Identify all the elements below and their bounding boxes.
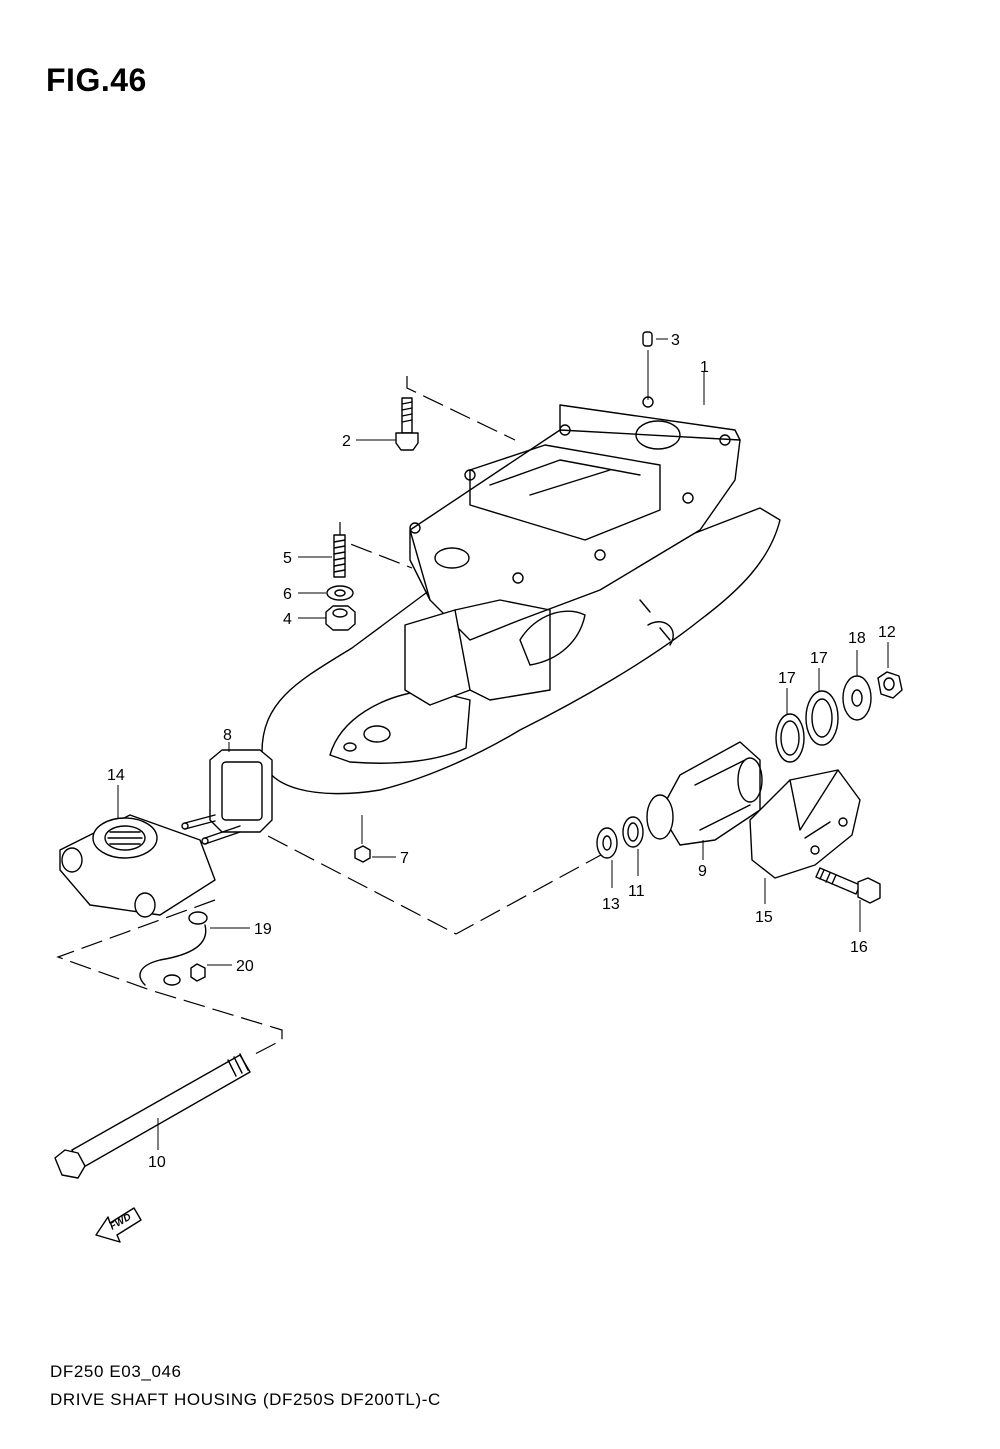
callout-19: 19 [254, 921, 272, 938]
figure-title: FIG.46 [46, 62, 147, 98]
washer-part-11 [622, 816, 644, 848]
callout-15: 15 [755, 909, 773, 926]
fwd-arrow-icon: FWD [95, 1207, 142, 1243]
bolt-part-16 [815, 867, 881, 904]
dowel-pin-part-3 [642, 331, 653, 347]
alignment-lines [56, 376, 611, 1055]
callout-11: 11 [628, 883, 645, 900]
bracket-part-14 [59, 814, 216, 918]
nut-part-4 [325, 605, 356, 631]
callout-17-a: 17 [778, 670, 796, 687]
washer-part-17-a [775, 713, 805, 763]
washer-part-18 [842, 675, 872, 721]
callout-10: 10 [148, 1154, 166, 1171]
bushing-part-9 [646, 741, 763, 846]
mount-part-8 [181, 749, 273, 845]
stud-part-5 [333, 534, 346, 578]
callout-2: 2 [342, 433, 351, 450]
figure-code: DF250 E03_046 [50, 1362, 182, 1381]
callout-7: 7 [400, 850, 409, 867]
callout-13: 13 [602, 896, 620, 913]
washer-part-13 [596, 827, 618, 859]
bolt-part-2 [395, 397, 419, 451]
callout-14: 14 [107, 767, 125, 784]
long-bolt-part-10 [54, 1053, 251, 1179]
callout-20: 20 [236, 958, 254, 975]
callout-8: 8 [223, 727, 232, 744]
callout-5: 5 [283, 550, 292, 567]
screw-part-20 [190, 963, 206, 982]
washer-part-6 [326, 585, 354, 601]
drive-shaft-housing [261, 396, 781, 795]
callout-9: 9 [698, 863, 707, 880]
stopper-part-15 [749, 769, 861, 879]
callout-labels: 1 2 3 4 5 6 7 8 9 10 11 12 13 14 15 16 1… [107, 332, 896, 1171]
nut-part-12 [877, 671, 903, 699]
callout-18: 18 [848, 630, 866, 647]
callout-17-b: 17 [810, 650, 828, 667]
callout-1: 1 [700, 359, 709, 376]
callout-3: 3 [671, 332, 680, 349]
callout-4: 4 [283, 611, 292, 628]
callout-16: 16 [850, 939, 868, 956]
figure-caption: DRIVE SHAFT HOUSING (DF250S DF200TL)-C [50, 1390, 441, 1409]
ground-wire-part-19 [139, 911, 208, 986]
callout-12: 12 [878, 624, 896, 641]
washer-part-17-b [805, 690, 839, 746]
callout-6: 6 [283, 586, 292, 603]
screw-part-7 [354, 845, 371, 863]
